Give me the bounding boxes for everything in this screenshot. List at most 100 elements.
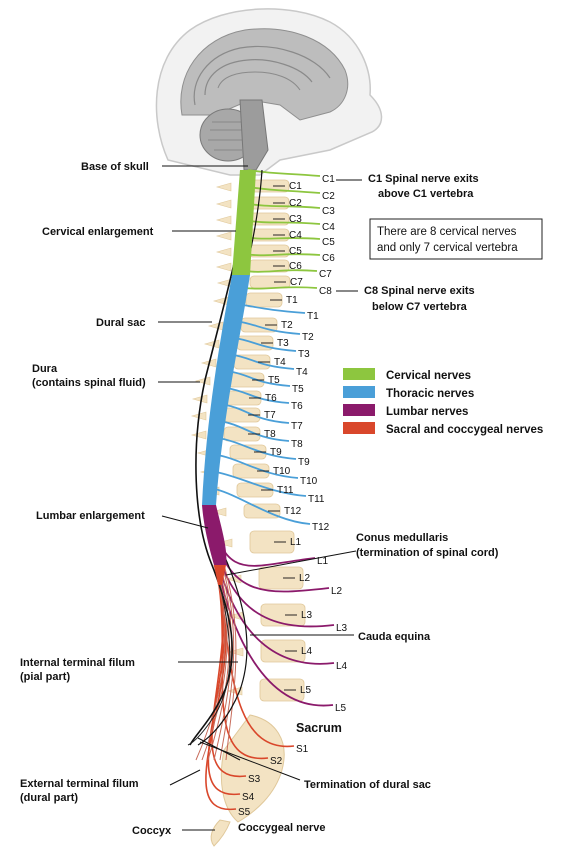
vertebra-label: T10 [273, 466, 291, 477]
vertebra-labels: C1C2C3C4C5C6C7T1T2T3T4T5T6T7T8T9T10T11T1… [248, 181, 313, 696]
legend-label-thoracic: Thoracic nerves [386, 388, 474, 400]
nerve-label: T7 [291, 421, 303, 432]
nerve-label: T12 [312, 522, 330, 533]
sacrum-bone [220, 714, 285, 823]
thoracic-cord [202, 275, 250, 505]
vertebra-body [258, 566, 304, 590]
nerve-T6 [225, 386, 290, 404]
legend-swatch-lumbar [343, 404, 375, 416]
nerve-label: T8 [291, 439, 303, 450]
vertebra-label: C4 [289, 230, 302, 241]
vertebra-label: C7 [290, 277, 303, 288]
nerve-label: T11 [308, 494, 325, 505]
label-c8-exit-sub: below C7 vertebra [372, 301, 468, 313]
spinous-process [210, 507, 227, 517]
nerve-label: T5 [292, 384, 304, 395]
spinous-process [203, 339, 220, 349]
label-sacrum: Sacrum [296, 721, 342, 735]
nerve-label: T4 [296, 367, 308, 378]
nerve-label: C5 [322, 237, 335, 248]
spinous-process [191, 394, 208, 404]
dura-outline [189, 169, 251, 746]
label-c8-exit: C8 Spinal nerve exits [364, 285, 475, 297]
label-c1-exit: C1 Spinal nerve exits [368, 173, 479, 185]
vertebra-label: T1 [286, 295, 298, 306]
vertebra-label: T11 [277, 485, 294, 496]
spinous-process [215, 247, 232, 257]
spinous-process [215, 231, 232, 241]
vertebra-label: L2 [299, 573, 311, 584]
vertebra-label: C3 [289, 214, 302, 225]
label-internal-filum: Internal terminal filum [20, 657, 135, 669]
vertebra-label: T5 [268, 375, 280, 386]
vertebra-label: T2 [281, 320, 293, 331]
nerve-T9 [218, 437, 297, 460]
nerve-label: T10 [300, 476, 318, 487]
vertebra-label: L4 [301, 646, 313, 657]
legend-swatch-cervical [343, 368, 375, 380]
vertebra-label: C5 [289, 246, 302, 257]
vertebra-label: T3 [277, 338, 289, 349]
nerve-label: C6 [322, 253, 335, 264]
cauda-equina-strand [207, 564, 230, 761]
label-external-filum-sub: (dural part) [20, 792, 78, 804]
coccyx-bone [210, 819, 231, 847]
nerve-label: S5 [238, 807, 251, 818]
right-leader-lines [197, 179, 362, 781]
spinous-process [215, 215, 232, 225]
spinous-process [194, 376, 211, 386]
nerve-T10 [215, 453, 299, 479]
vertebra-label: T4 [274, 357, 286, 368]
label-termination-dural-sac: Termination of dural sac [304, 779, 431, 791]
nerve-label: S4 [242, 792, 255, 803]
vertebra-body [259, 678, 305, 702]
nerve-label: T2 [302, 332, 314, 343]
nerve-label: T6 [291, 401, 303, 412]
legend-label-lumbar: Lumbar nerves [386, 406, 468, 418]
cauda-equina-strand [223, 564, 237, 761]
vertebra-label: L3 [301, 610, 313, 621]
legend-swatch-thoracic [343, 386, 375, 398]
vertebra-label: T9 [270, 447, 282, 458]
vertebra-label: L5 [300, 685, 312, 696]
cauda-equina-strand [201, 564, 228, 761]
nerve-label: L5 [335, 703, 347, 714]
vertebra-label: T12 [284, 506, 302, 517]
conus-medullaris [214, 565, 226, 585]
label-lumbar-enlargement: Lumbar enlargement [36, 510, 145, 522]
spinous-process [190, 430, 207, 440]
label-cauda-equina: Cauda equina [358, 631, 431, 643]
note-line-1: There are 8 cervical nerves [377, 226, 517, 238]
vertebra-label: T7 [264, 410, 276, 421]
note-line-2: and only 7 cervical vertebra [377, 242, 518, 254]
nerve-T11 [213, 470, 307, 497]
label-dural-sac: Dural sac [96, 317, 146, 329]
filum-terminale [187, 584, 231, 746]
nerve-label: S3 [248, 774, 261, 785]
nerve-label: S2 [270, 756, 283, 767]
label-coccyx: Coccyx [132, 825, 172, 837]
vertebra-body [260, 639, 306, 663]
nerve-S4 [207, 600, 241, 795]
vertebra-label: T6 [265, 393, 277, 404]
vertebra-label: C6 [289, 261, 302, 272]
nerve-label: T1 [307, 311, 319, 322]
label-c1-exit-sub: above C1 vertebra [378, 188, 474, 200]
spinous-process [215, 182, 232, 192]
lumbar-cord [202, 505, 227, 565]
legend-label-cervical: Cervical nerves [386, 370, 471, 382]
note-box [369, 218, 543, 260]
legend: Cervical nerves Thoracic nerves Lumbar n… [343, 368, 543, 436]
legend-label-sacral: Sacral and coccygeal nerves [386, 424, 543, 436]
label-coccygeal-nerve: Coccygeal nerve [238, 822, 325, 834]
label-conus-medullaris: Conus medullaris [356, 532, 448, 544]
nerve-label: T3 [298, 349, 310, 360]
nerve-T5 [227, 370, 291, 387]
nerve-label: T9 [298, 457, 310, 468]
nerve-label: L1 [317, 556, 329, 567]
nerve-label: C1 [322, 174, 335, 185]
nerve-label: S1 [296, 744, 309, 755]
head-illustration [155, 8, 383, 176]
